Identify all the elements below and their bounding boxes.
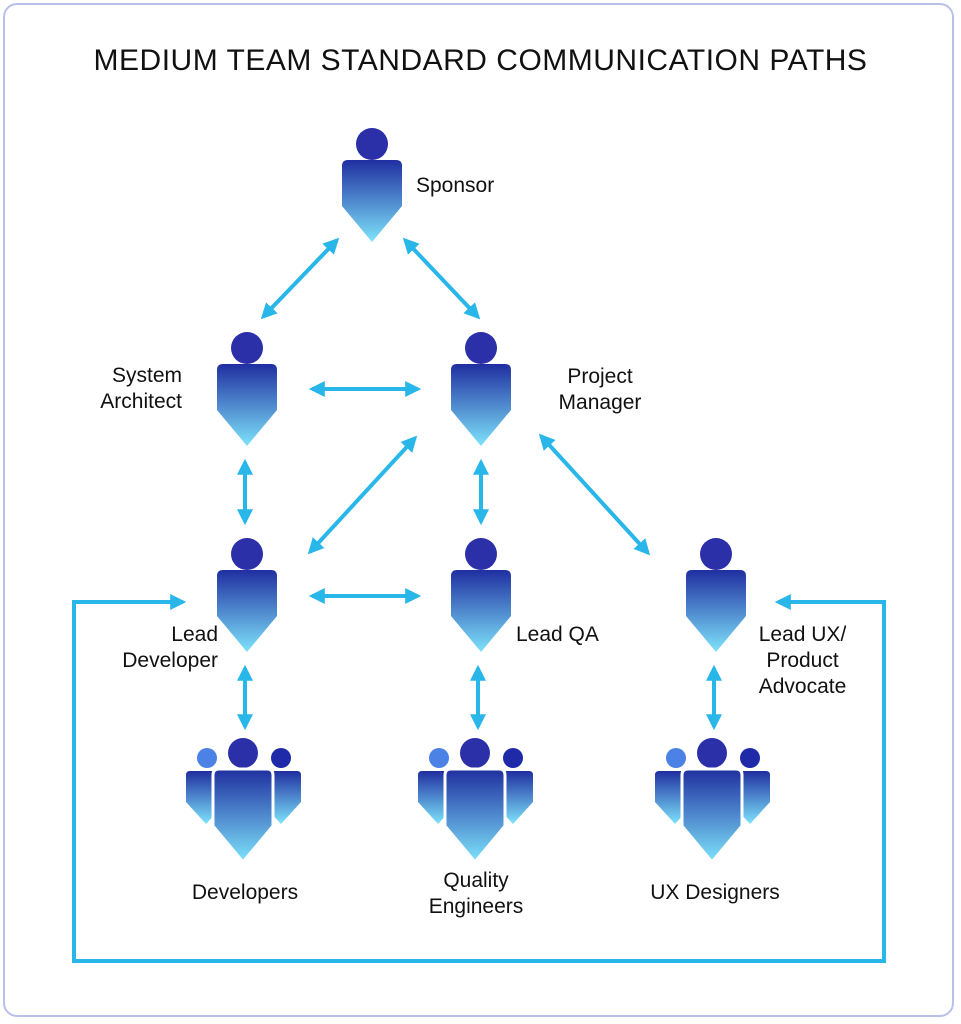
label-lead-developer: Lead Developer xyxy=(122,623,218,672)
diagram-title: MEDIUM TEAM STANDARD COMMUNICATION PATHS xyxy=(93,44,868,77)
label-sponsor: Sponsor xyxy=(416,174,495,197)
diagram-frame xyxy=(3,3,954,1017)
arrow-pm-leadux xyxy=(538,433,651,556)
arrow-sponsor-architect xyxy=(260,237,340,320)
arrow-leaddev-leadux-loop xyxy=(72,594,886,963)
label-ux-designers: UX Designers xyxy=(650,881,780,904)
system-architect-person-icon xyxy=(217,332,277,446)
label-system-architect: System Architect xyxy=(100,364,182,413)
arrow-pm-leaddev xyxy=(307,435,418,555)
ux-designers-group-icon xyxy=(653,736,772,864)
label-developers: Developers xyxy=(191,881,299,904)
quality-engineers-group-icon xyxy=(416,736,535,864)
label-lead-qa: Lead QA xyxy=(516,623,599,646)
project-manager-person-icon xyxy=(451,332,511,446)
sponsor-person-icon xyxy=(342,128,402,242)
developers-group-icon xyxy=(184,736,303,864)
label-project-manager: Project Manager xyxy=(558,365,642,414)
lead-qa-person-icon xyxy=(451,538,511,652)
label-lead-ux: Lead UX/ Product Advocate xyxy=(758,623,847,698)
arrow-sponsor-pm xyxy=(402,237,481,320)
lead-developer-person-icon xyxy=(217,538,277,652)
label-quality-engineers: Quality Engineers xyxy=(428,869,524,918)
